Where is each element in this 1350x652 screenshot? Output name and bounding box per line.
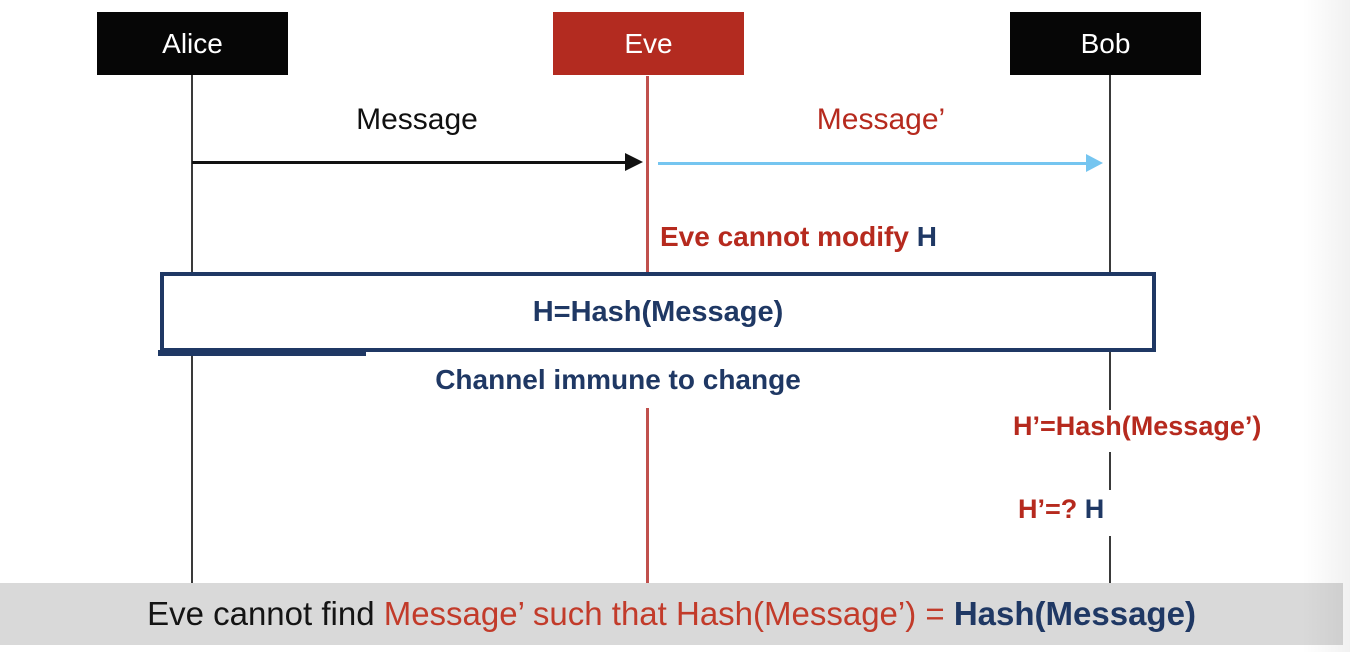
note-h-prime-hash: H’=Hash(Message’)	[1013, 411, 1262, 441]
screen-edge-shading	[1302, 0, 1350, 652]
hash-channel-box: H=Hash(Message)	[160, 272, 1156, 352]
actor-box-bob: Bob	[1010, 12, 1201, 75]
footer-text-navy: Hash(Message)	[953, 595, 1196, 632]
message-prime-arrow-label: Message’	[816, 103, 946, 136]
note-eve-cannot-modify-h: H	[916, 221, 937, 252]
eve-lifeline-top	[646, 76, 649, 273]
footer-text-black: Eve cannot find	[147, 595, 384, 632]
note-h-compare: H’=? H	[1018, 494, 1104, 525]
message-prime-arrow-line	[658, 162, 1086, 165]
hash-channel-box-label: H=Hash(Message)	[532, 295, 784, 328]
bob-lifeline-upper	[1109, 75, 1111, 410]
note-eve-cannot-modify: Eve cannot modify H	[660, 221, 937, 253]
message-arrow-label: Message	[356, 103, 478, 136]
message-prime-arrowhead-icon	[1086, 154, 1103, 172]
bob-lifeline-lower	[1109, 536, 1111, 583]
footer-text-red: Message’ such that Hash(Message’) =	[383, 595, 954, 632]
actor-label-alice: Alice	[162, 27, 223, 59]
actor-label-bob: Bob	[1080, 27, 1131, 59]
message-arrow-line	[192, 161, 625, 164]
eve-lifeline-bottom	[646, 408, 649, 583]
note-h-compare-red: H’=?	[1018, 494, 1085, 524]
hash-channel-box-shadow	[158, 350, 366, 356]
actor-box-alice: Alice	[97, 12, 288, 75]
bob-lifeline-middle	[1109, 452, 1111, 490]
note-h-compare-navy: H	[1084, 494, 1105, 524]
actor-label-eve: Eve	[624, 27, 673, 59]
message-arrowhead-icon	[625, 153, 643, 171]
note-channel-immune: Channel immune to change	[435, 364, 801, 395]
actor-box-eve: Eve	[553, 12, 744, 75]
footer-statement-bar: Eve cannot find Message’ such that Hash(…	[0, 583, 1343, 645]
note-eve-cannot-modify-red: Eve cannot modify	[660, 221, 917, 252]
